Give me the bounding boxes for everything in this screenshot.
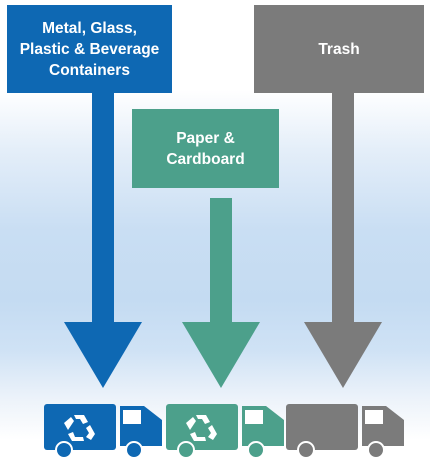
metal-truck-icon xyxy=(44,404,162,457)
metal-glass-plastic-box: Metal, Glass, Plastic & Beverage Contain… xyxy=(7,5,172,93)
recycle-icon xyxy=(186,415,217,441)
paper-cardboard-label: Paper & Cardboard xyxy=(166,129,245,168)
metal-glass-plastic-label: Metal, Glass, Plastic & Beverage Contain… xyxy=(19,19,160,79)
paper-truck-icon xyxy=(166,404,284,457)
paper-arrow xyxy=(182,198,260,388)
trash-label: Trash xyxy=(318,40,360,58)
trash-arrow xyxy=(304,93,382,388)
paper-cardboard-box: Paper & Cardboard xyxy=(132,109,279,188)
metal-arrow xyxy=(64,93,142,388)
recycle-icon xyxy=(64,415,95,441)
trash-truck-icon xyxy=(286,404,404,457)
trash-box: Trash xyxy=(254,5,424,93)
